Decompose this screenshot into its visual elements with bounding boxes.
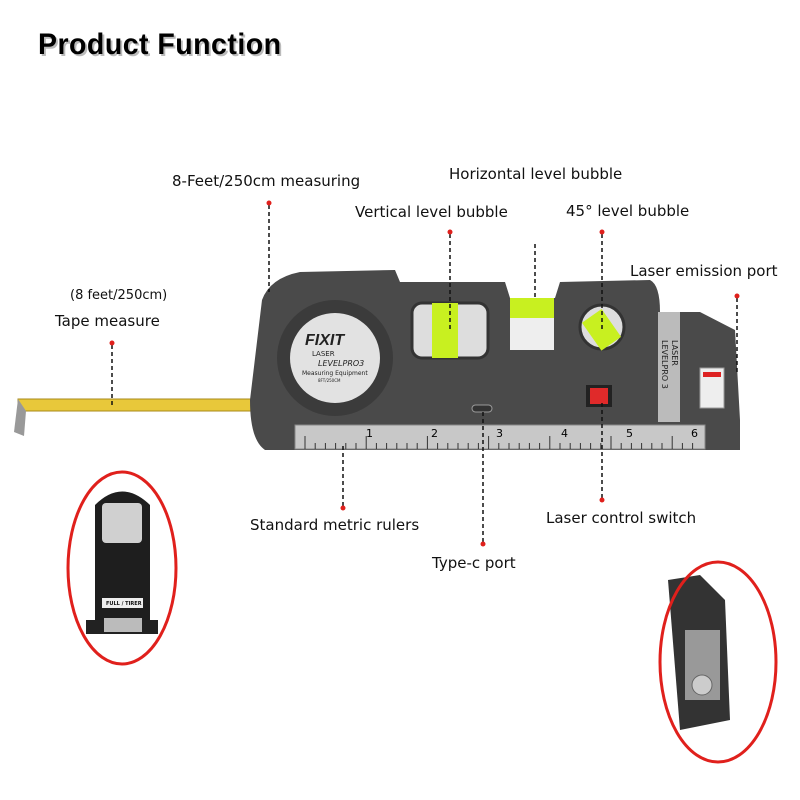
laser-switch xyxy=(590,388,608,404)
ruler-number: 4 xyxy=(561,427,568,440)
label-vertical-bubble: Vertical level bubble xyxy=(355,203,508,221)
svg-text:LEVELPRO3: LEVELPRO3 xyxy=(318,359,364,368)
label-measuring: 8-Feet/250cm measuring xyxy=(172,172,361,190)
inset-ring-left xyxy=(66,470,178,666)
svg-text:Measuring Equipment: Measuring Equipment xyxy=(302,370,368,377)
label-typec: Type-c port xyxy=(432,554,516,572)
inset-ring-right xyxy=(658,560,778,764)
brand-logo: FIXIT xyxy=(305,332,345,349)
callout-lines xyxy=(111,205,738,542)
ruler-number: 6 xyxy=(691,427,698,440)
horizontal-bubble-vial xyxy=(510,298,554,318)
label-laser-port: Laser emission port xyxy=(630,262,778,280)
label-tape-measure: Tape measure xyxy=(55,312,160,330)
ruler-number: 2 xyxy=(431,427,438,440)
device-body: FIXIT LASER LEVELPRO3 Measuring Equipmen… xyxy=(250,270,740,450)
svg-text:LASER: LASER xyxy=(312,350,335,358)
ruler-number: 3 xyxy=(496,427,503,440)
angle-bubble-vial xyxy=(581,308,622,351)
label-tape-length: (8 feet/250cm) xyxy=(70,288,168,303)
svg-text:FULL / TIRER: FULL / TIRER xyxy=(106,601,142,607)
vertical-bubble-vial xyxy=(432,303,458,358)
tape-blade xyxy=(14,398,259,436)
inset-tape-front: FULL / TIRER xyxy=(66,470,178,666)
ruler-number: 5 xyxy=(626,427,633,440)
label-angle-bubble: 45° level bubble xyxy=(566,202,690,220)
callout-dots xyxy=(109,200,740,547)
label-horizontal-bubble: Horizontal level bubble xyxy=(449,165,623,183)
ruler-number: 1 xyxy=(366,427,373,440)
metric-ruler: 1 2 3 4 5 6 xyxy=(294,424,706,450)
label-rulers: Standard metric rulers xyxy=(250,516,420,534)
svg-text:LEVELPRO 3: LEVELPRO 3 xyxy=(660,340,669,389)
inset-laser-end xyxy=(658,560,778,764)
svg-text:LASER: LASER xyxy=(670,340,679,366)
svg-text:8FT/250CM: 8FT/250CM xyxy=(318,378,341,383)
typec-port xyxy=(471,404,493,413)
page-title: Product Function xyxy=(38,28,282,61)
label-switch: Laser control switch xyxy=(546,509,697,527)
